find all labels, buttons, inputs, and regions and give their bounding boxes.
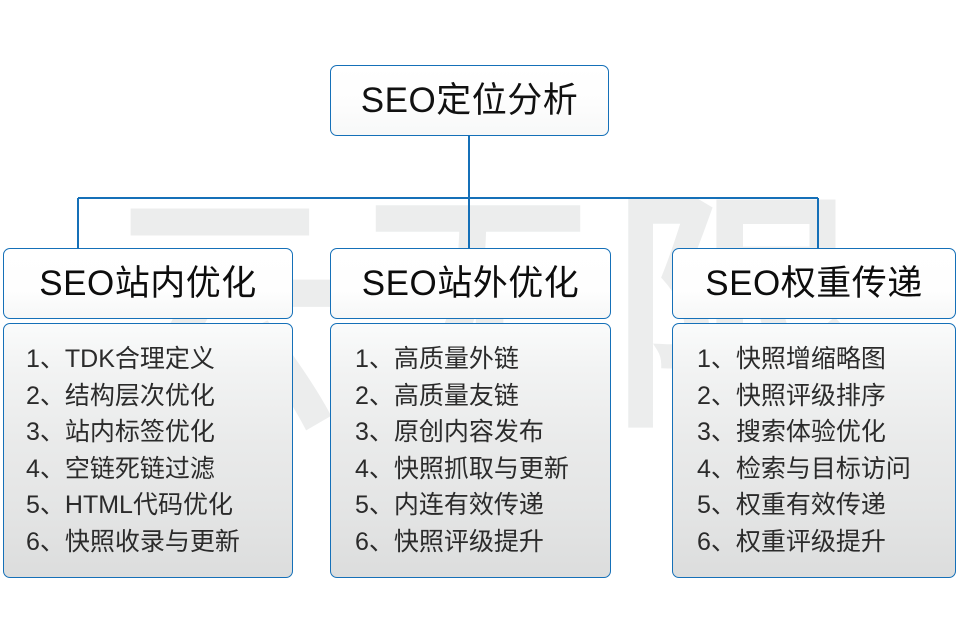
- list-item: 3、搜索体验优化: [697, 418, 886, 446]
- list-item: 2、高质量友链: [355, 381, 519, 410]
- root-node[interactable]: SEO定位分析: [330, 65, 609, 136]
- list-item: 1、高质量外链: [355, 345, 519, 373]
- branch-header-2[interactable]: SEO站外优化: [330, 248, 611, 319]
- list-item: 5、内连有效传递: [355, 491, 544, 519]
- branch-body-2: 1、高质量外链 2、高质量友链 3、原创内容发布 4、快照抓取与更新 5、内连有…: [330, 323, 611, 578]
- root-node-title: SEO定位分析: [360, 81, 579, 120]
- branch-header-3[interactable]: SEO权重传递: [672, 248, 956, 319]
- branch-body-1: 1、TDK合理定义 2、结构层次优化 3、站内标签优化 4、空链死链过滤 5、H…: [3, 323, 293, 578]
- list-item: 6、快照评级提升: [355, 527, 544, 556]
- list-item: 1、TDK合理定义: [26, 345, 215, 373]
- list-item: 6、权重评级提升: [697, 527, 886, 556]
- branch-header-title-1: SEO站内优化: [39, 264, 257, 303]
- list-item: 2、结构层次优化: [26, 381, 215, 410]
- branch-header-title-2: SEO站外优化: [361, 264, 580, 303]
- branch-list-3: 1、快照增缩略图 2、快照评级排序 3、搜索体验优化 4、检索与目标访问 5、权…: [673, 341, 955, 560]
- list-item: 5、权重有效传递: [697, 491, 886, 519]
- list-item: 1、快照增缩略图: [697, 345, 886, 373]
- branch-column-2: SEO站外优化 1、高质量外链 2、高质量友链 3、原创内容发布 4、快照抓取与…: [330, 248, 611, 578]
- branch-header-1[interactable]: SEO站内优化: [3, 248, 293, 319]
- list-item: 3、站内标签优化: [26, 418, 215, 446]
- branch-body-3: 1、快照增缩略图 2、快照评级排序 3、搜索体验优化 4、检索与目标访问 5、权…: [672, 323, 956, 578]
- branch-column-3: SEO权重传递 1、快照增缩略图 2、快照评级排序 3、搜索体验优化 4、检索与…: [672, 248, 956, 578]
- list-item: 4、空链死链过滤: [26, 454, 215, 483]
- list-item: 4、检索与目标访问: [697, 454, 911, 483]
- list-item: 3、原创内容发布: [355, 418, 544, 446]
- list-item: 6、快照收录与更新: [26, 527, 240, 556]
- branch-list-1: 1、TDK合理定义 2、结构层次优化 3、站内标签优化 4、空链死链过滤 5、H…: [4, 341, 292, 560]
- list-item: 5、HTML代码优化: [26, 491, 233, 519]
- branch-header-title-3: SEO权重传递: [705, 264, 923, 303]
- branch-list-2: 1、高质量外链 2、高质量友链 3、原创内容发布 4、快照抓取与更新 5、内连有…: [331, 341, 610, 560]
- list-item: 4、快照抓取与更新: [355, 454, 569, 483]
- list-item: 2、快照评级排序: [697, 381, 886, 410]
- branch-column-1: SEO站内优化 1、TDK合理定义 2、结构层次优化 3、站内标签优化 4、空链…: [3, 248, 293, 578]
